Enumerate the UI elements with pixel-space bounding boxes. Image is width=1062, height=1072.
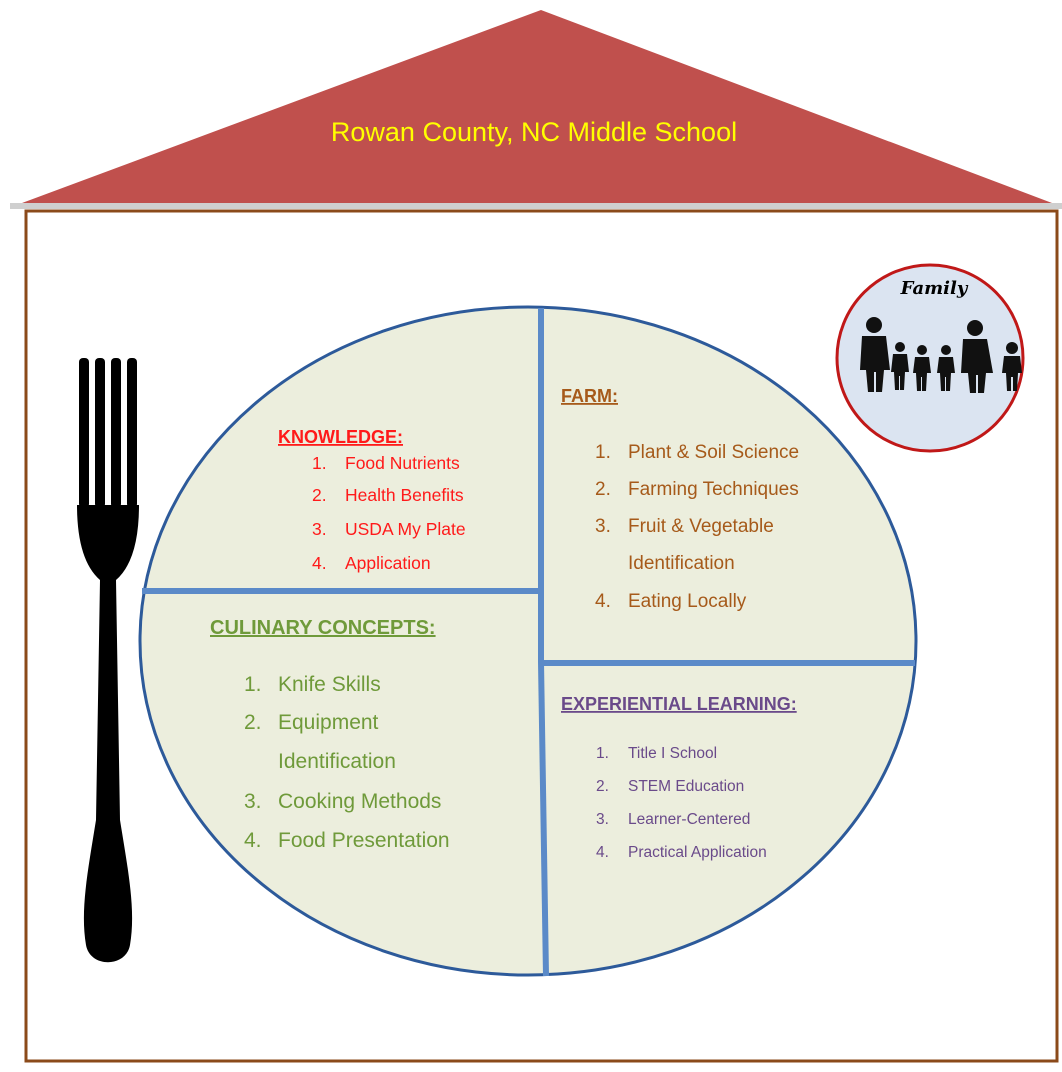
experiential-item-1: Title I School <box>628 745 717 762</box>
experiential-heading: EXPERIENTIAL LEARNING: <box>561 694 797 714</box>
family-label: Family <box>900 278 969 299</box>
knowledge-item-3: USDA My Plate <box>345 519 466 539</box>
experiential-number-4: 4. <box>596 844 609 861</box>
culinary-item-4: Food Presentation <box>278 829 450 852</box>
experiential-item-2: STEM Education <box>628 778 744 795</box>
culinary-item-2: Equipment <box>278 711 379 734</box>
farm-number-2: 2. <box>595 479 611 500</box>
family-silhouette-icon <box>860 317 1022 393</box>
knowledge-number-4: 4. <box>312 553 327 573</box>
knowledge-item-1: Food Nutrients <box>345 453 460 473</box>
family-badge: Family <box>835 263 1025 453</box>
knowledge-item-4: Application <box>345 553 431 573</box>
experiential-number-3: 3. <box>596 811 609 828</box>
farm-item-3: Fruit & Vegetable <box>628 516 774 537</box>
farm-number-1: 1. <box>595 442 611 463</box>
experiential-number-2: 2. <box>596 778 609 795</box>
culinary-heading: CULINARY CONCEPTS: <box>210 617 436 639</box>
farm-number-4: 4. <box>595 591 611 612</box>
knowledge-number-1: 1. <box>312 453 327 473</box>
culinary-number-1: 1. <box>244 673 262 696</box>
roof <box>22 10 1052 203</box>
knowledge-number-3: 3. <box>312 519 327 539</box>
knowledge-heading: KNOWLEDGE: <box>278 427 403 447</box>
experiential-number-1: 1. <box>596 745 609 762</box>
knowledge-number-2: 2. <box>312 485 327 505</box>
culinary-number-3: 3. <box>244 790 262 813</box>
experiential-item-3: Learner-Centered <box>628 811 750 828</box>
culinary-item-2-cont: Identification <box>278 750 396 773</box>
farm-item-3-cont: Identification <box>628 553 735 574</box>
culinary-item-3: Cooking Methods <box>278 790 441 813</box>
culinary-number-2: 2. <box>244 711 262 734</box>
farm-item-2: Farming Techniques <box>628 479 799 500</box>
fork-icon <box>77 358 139 963</box>
school-title: Rowan County, NC Middle School <box>331 117 737 147</box>
plate <box>138 305 918 977</box>
farm-heading: FARM: <box>561 386 618 406</box>
culinary-item-1: Knife Skills <box>278 673 381 696</box>
knowledge-item-2: Health Benefits <box>345 485 464 505</box>
farm-item-1: Plant & Soil Science <box>628 442 799 463</box>
farm-item-4: Eating Locally <box>628 591 747 612</box>
culinary-number-4: 4. <box>244 829 262 852</box>
plate-divider-vertical-bottom <box>538 661 549 977</box>
farm-number-3: 3. <box>595 516 611 537</box>
experiential-item-4: Practical Application <box>628 844 767 861</box>
roof-underline <box>10 203 1062 209</box>
